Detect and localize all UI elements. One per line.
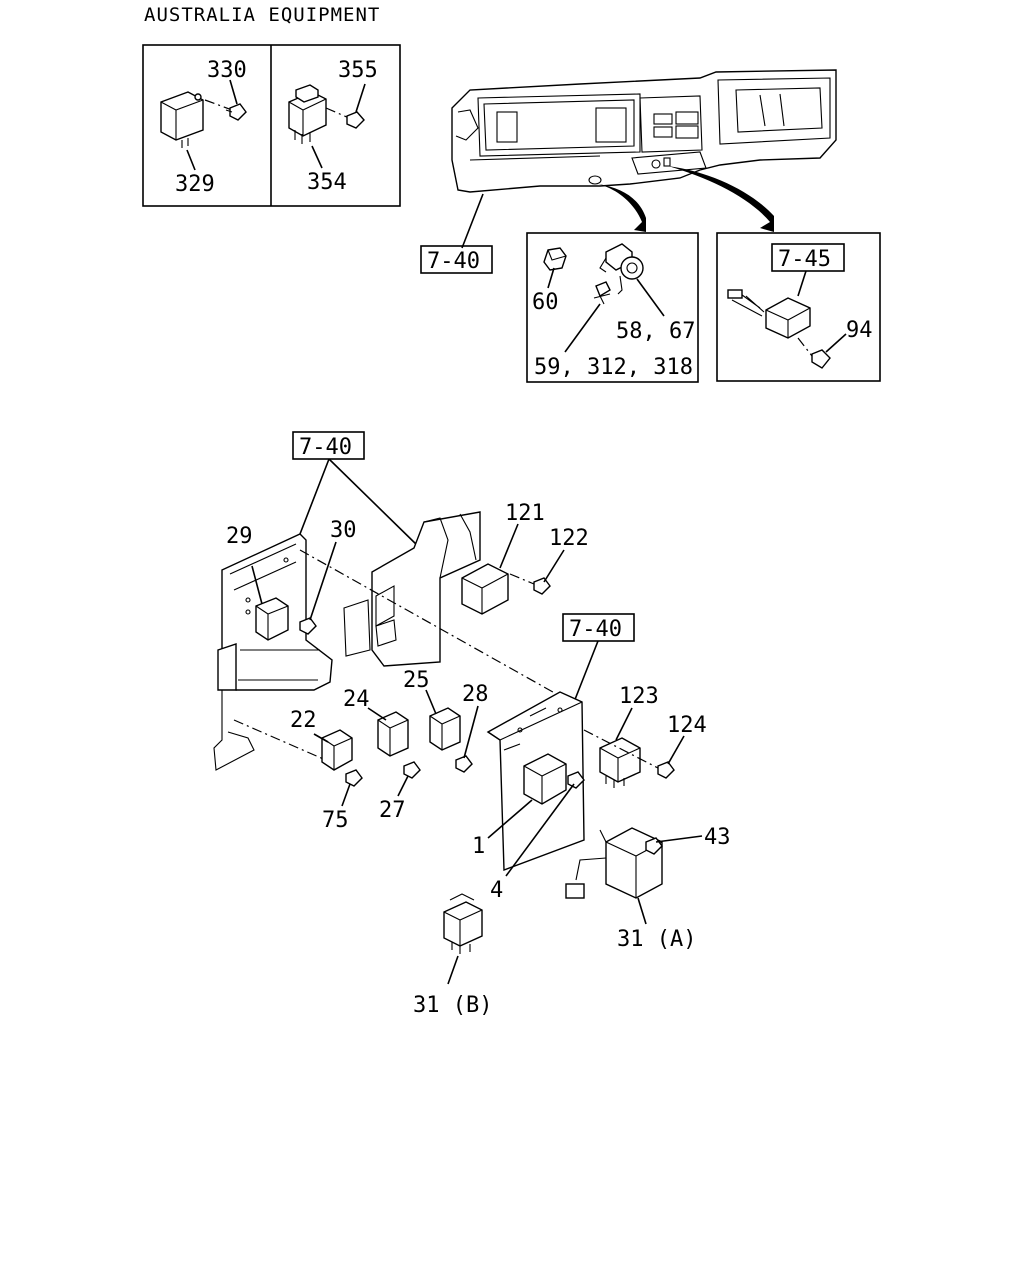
ref-745-text: 7-45 [778, 247, 831, 272]
leader-329 [186, 149, 196, 171]
bracket-middle [343, 511, 481, 667]
label-30: 30 [330, 518, 357, 543]
ref-top-text: 7-40 [427, 249, 480, 274]
inset-745-frame [716, 232, 881, 382]
label-31a: 31 (A) [617, 927, 696, 952]
ref-right-text: 7-40 [569, 617, 622, 642]
ref-mid-text: 7-40 [299, 435, 352, 460]
leader-121 [499, 523, 519, 569]
diagram-title: AUSTRALIA EQUIPMENT [144, 4, 380, 26]
screw-124-icon [583, 729, 675, 779]
label-94: 94 [846, 318, 873, 343]
leader-ref-top [461, 193, 484, 249]
screw-122-icon [509, 573, 551, 595]
label-4: 4 [490, 878, 503, 903]
ref-box-745 [771, 243, 845, 272]
leader-123 [615, 707, 633, 741]
label-27: 27 [379, 798, 406, 823]
relay-29-icon [255, 597, 289, 641]
leader-354 [311, 145, 323, 169]
label-354: 354 [307, 170, 347, 195]
leader-122 [543, 549, 565, 583]
label-59: 59, 312, 318 [534, 355, 693, 380]
relay-329-icon [160, 91, 204, 148]
label-122: 122 [549, 526, 589, 551]
leader-60 [547, 267, 555, 289]
label-29: 29 [226, 524, 253, 549]
label-5867: 58, 67 [616, 319, 695, 344]
relay-31b-icon [443, 893, 483, 954]
relay-24-icon [377, 711, 409, 757]
label-31b: 31 (B) [413, 993, 492, 1018]
relay-123-icon [599, 737, 641, 788]
leader-124 [667, 735, 685, 765]
inset-745: 7-45 94 [716, 232, 881, 382]
screw-75-icon [345, 769, 363, 787]
pointer-to-inset-60 [598, 184, 646, 232]
label-124: 124 [667, 713, 707, 738]
leader-31b [447, 955, 459, 985]
label-75: 75 [322, 808, 349, 833]
relay-354-icon [288, 84, 327, 144]
leader-29 [251, 565, 263, 605]
clip-60-icon [543, 247, 567, 271]
leader-22 [313, 733, 329, 743]
label-43: 43 [704, 825, 731, 850]
leader-ref-mid-a [299, 458, 330, 535]
screw-94-icon [797, 337, 831, 369]
screw-355-icon [325, 107, 365, 129]
leader-5867 [636, 278, 665, 317]
screw-59-icon [593, 281, 611, 305]
leader-27 [397, 775, 409, 797]
label-22: 22 [290, 708, 317, 733]
leader-ref-right [573, 640, 599, 703]
screw-27-icon [403, 761, 421, 779]
screw-4-icon [567, 771, 585, 789]
screw-28-icon [455, 755, 473, 773]
leader-43 [655, 835, 703, 843]
label-121: 121 [505, 501, 545, 526]
label-355: 355 [338, 58, 378, 83]
inset-buzzer: 60 58, 67 59, 312, 318 [526, 232, 699, 383]
leader-25 [425, 689, 437, 715]
inset-relays: 330 355 329 354 [142, 44, 401, 207]
leader-ref-745 [797, 270, 807, 297]
relay-745-icon [727, 289, 811, 339]
leader-75 [341, 783, 351, 807]
dashboard-illustration [451, 69, 837, 193]
relay-25-icon [429, 707, 461, 751]
label-330: 330 [207, 58, 247, 83]
label-60: 60 [532, 290, 559, 315]
leader-30 [309, 541, 337, 621]
label-123: 123 [619, 684, 659, 709]
ref-box-right [562, 613, 635, 642]
leader-31a [637, 897, 647, 925]
leader-ref-mid-b [328, 458, 421, 549]
leader-330 [229, 79, 238, 105]
relay-22-icon [321, 729, 353, 771]
screw-330-icon [204, 99, 247, 121]
inset-buzzer-frame [526, 232, 699, 383]
centerline-1 [299, 549, 561, 697]
ref-box-top [420, 245, 493, 274]
leader-94 [825, 333, 847, 353]
leader-355 [355, 83, 366, 113]
leader-4 [505, 783, 575, 877]
leader-24 [367, 707, 387, 721]
leader-28 [463, 705, 479, 759]
label-1: 1 [472, 834, 485, 859]
label-329: 329 [175, 172, 215, 197]
label-24: 24 [343, 687, 370, 712]
pointer-to-inset-745 [668, 166, 774, 232]
buzzer-5867-icon [599, 243, 644, 295]
label-28: 28 [462, 682, 489, 707]
relay-1-icon [523, 753, 567, 805]
leader-1 [487, 799, 533, 839]
relay-121-icon [461, 563, 509, 615]
screw-30-icon [299, 617, 317, 635]
label-25: 25 [403, 668, 430, 693]
leader-59 [564, 303, 601, 353]
